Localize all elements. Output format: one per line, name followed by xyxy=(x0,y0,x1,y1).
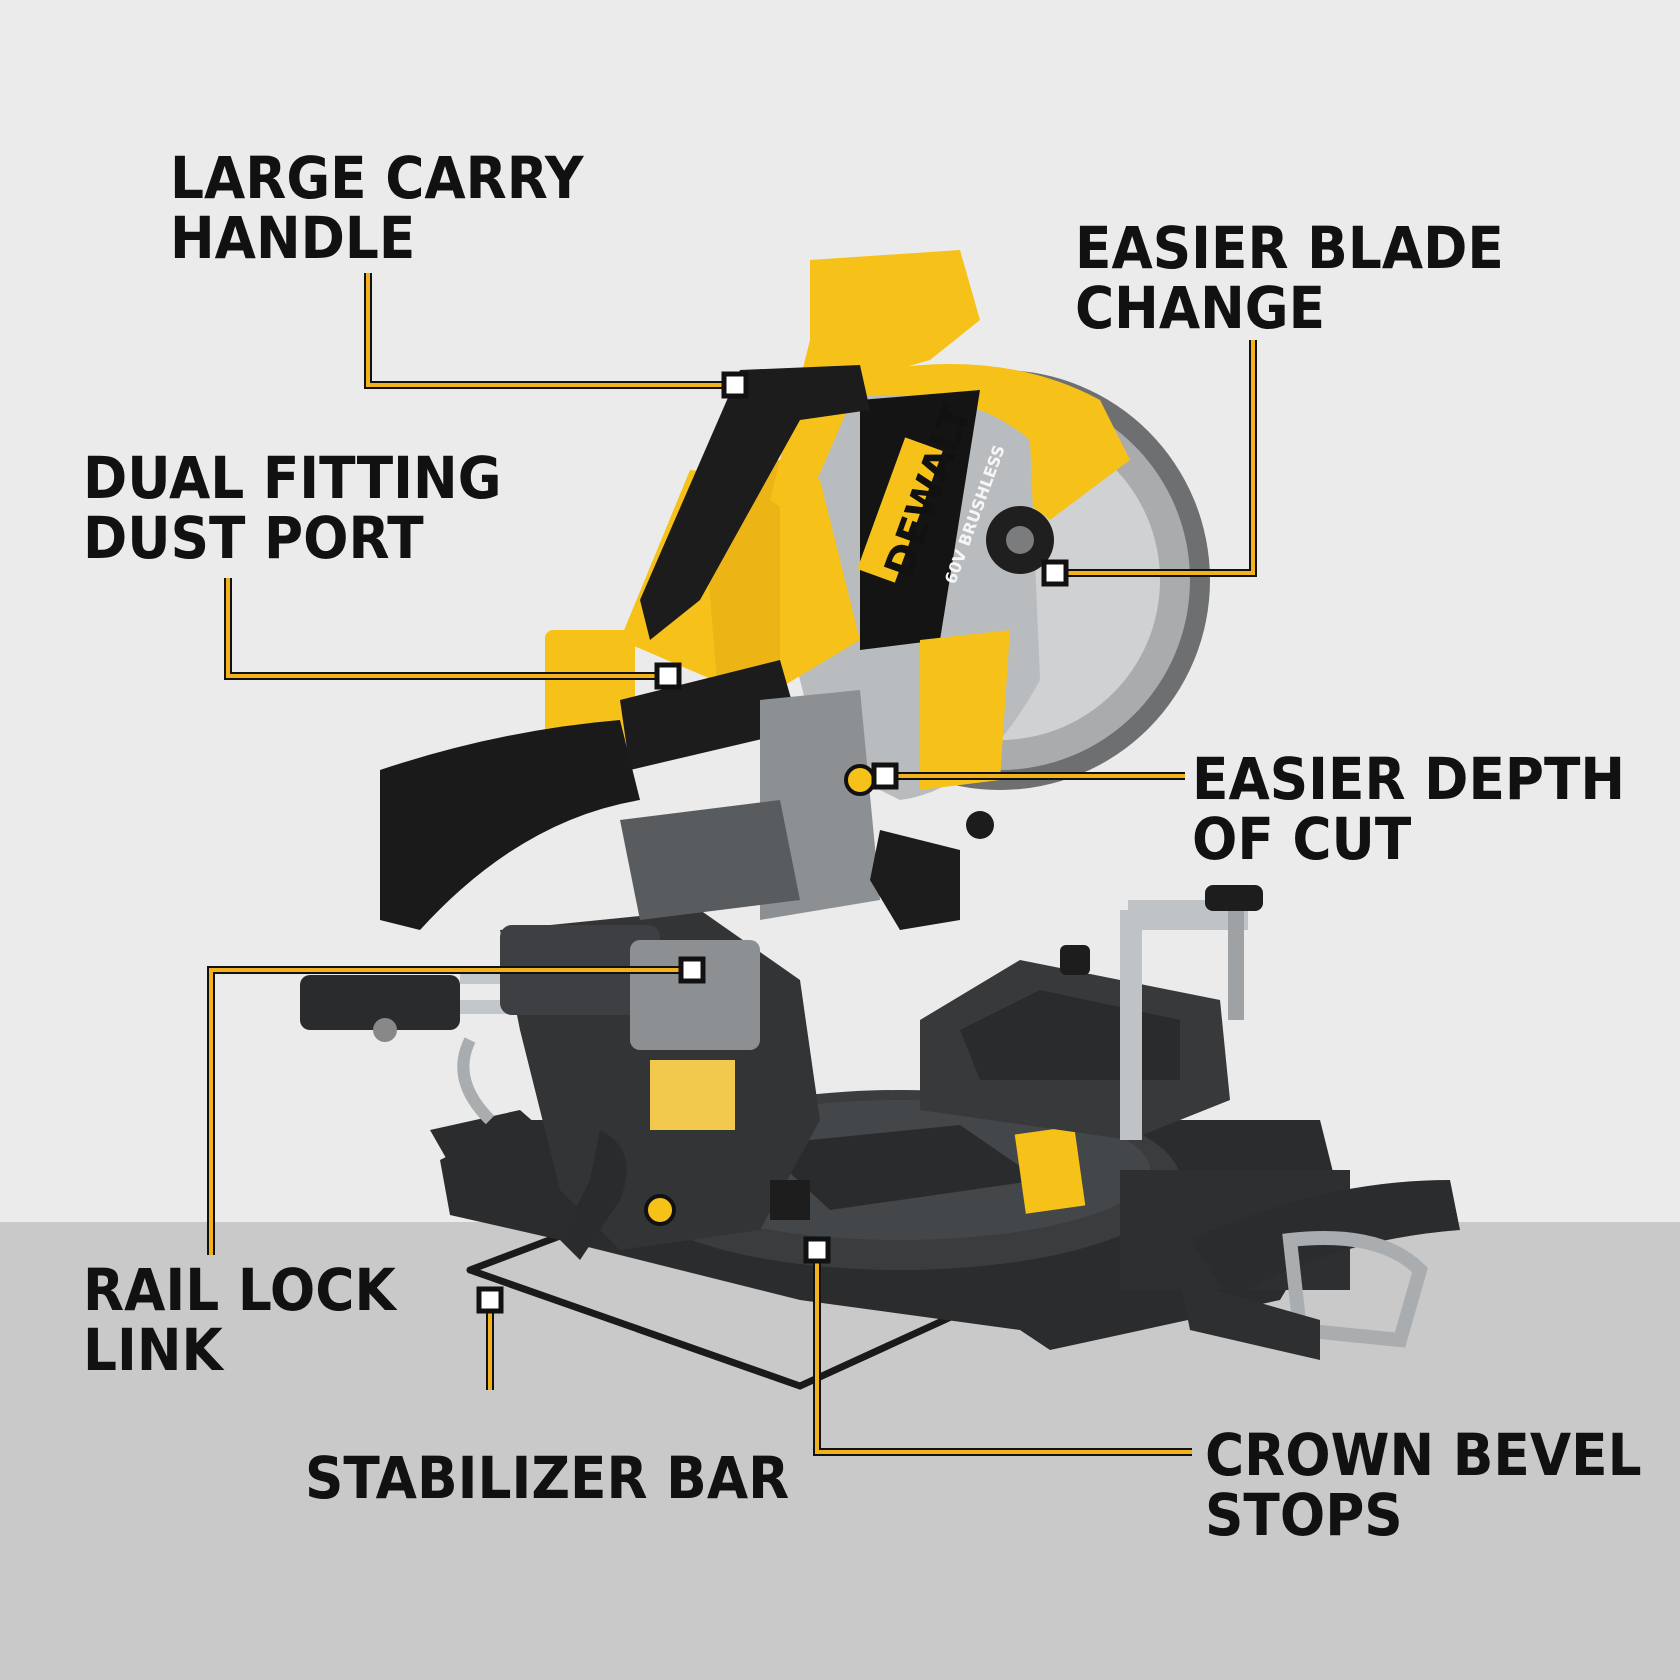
leader-shadow-carry-handle xyxy=(364,273,735,389)
leader-dust-port xyxy=(226,578,668,678)
callout-line: CHANGE xyxy=(1075,274,1326,342)
callout-line: LARGE CARRY xyxy=(170,144,584,212)
marker-carry-handle xyxy=(721,371,749,399)
marker-dust-port xyxy=(654,662,682,690)
leader-blade-change xyxy=(1055,340,1255,575)
callout-line: EASIER BLADE xyxy=(1075,214,1504,282)
callout-line: STOPS xyxy=(1205,1481,1403,1549)
saw-fence xyxy=(920,885,1263,1140)
callout-rail-lock-link: RAIL LOCK LINK xyxy=(83,1260,396,1380)
marker-rail-lock xyxy=(678,956,706,984)
callout-crown-bevel-stops: CROWN BEVEL STOPS xyxy=(1205,1425,1642,1545)
callout-line: OF CUT xyxy=(1192,805,1412,873)
marker-depth-of-cut xyxy=(871,762,899,790)
callout-line: STABILIZER BAR xyxy=(305,1444,790,1512)
callout-stabilizer-bar: STABILIZER BAR xyxy=(305,1448,789,1508)
callout-easier-depth-of-cut: EASIER DEPTH OF CUT xyxy=(1192,749,1625,869)
marker-crown-bevel xyxy=(803,1236,831,1264)
saw-head: DEWALT 60V BRUSHLESS xyxy=(380,250,1210,930)
callout-leaders xyxy=(207,273,1257,1456)
callout-line: HANDLE xyxy=(170,204,416,272)
callout-dual-fitting-dust-port: DUAL FITTING DUST PORT xyxy=(83,448,501,568)
callout-large-carry-handle: LARGE CARRY HANDLE xyxy=(170,148,584,268)
base-left-foot xyxy=(430,1037,600,1230)
callout-line: CROWN BEVEL xyxy=(1205,1421,1642,1489)
callout-line: DUST PORT xyxy=(83,504,424,572)
callout-line: LINK xyxy=(83,1316,223,1384)
leader-rail-lock xyxy=(209,968,692,1255)
marker-blade-change xyxy=(1041,559,1069,587)
callout-easier-blade-change: EASIER BLADE CHANGE xyxy=(1075,218,1504,338)
base-side-handle xyxy=(1180,1180,1460,1360)
marker-stabilizer xyxy=(476,1286,504,1314)
callout-markers xyxy=(476,371,1069,1314)
leader-crown-bevel xyxy=(815,1250,1192,1454)
stabilizer-bar-wire xyxy=(466,1232,1014,1390)
callout-line: EASIER DEPTH xyxy=(1192,745,1626,813)
callout-line: DUAL FITTING xyxy=(83,444,502,512)
leader-carry-handle xyxy=(366,273,735,387)
callout-line: RAIL LOCK xyxy=(83,1256,396,1324)
